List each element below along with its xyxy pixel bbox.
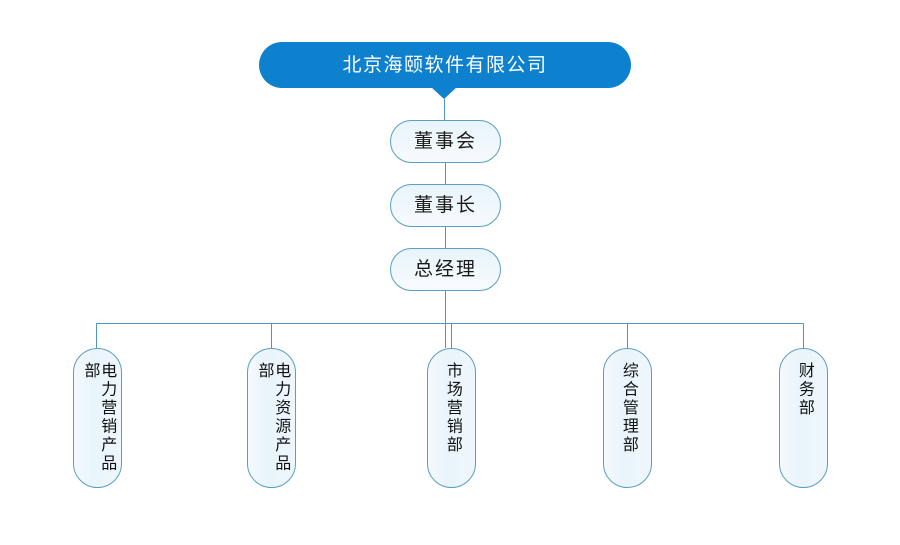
node-general-manager-label: 总经理 bbox=[413, 259, 477, 280]
node-general-manager[interactable]: 总经理 bbox=[390, 248, 501, 291]
company-title-node[interactable]: 北京海颐软件有限公司 bbox=[259, 42, 631, 88]
node-board-of-directors[interactable]: 董事会 bbox=[390, 120, 501, 163]
node-dept-finance-label: 财务部 bbox=[795, 362, 813, 418]
node-dept-market-marketing[interactable]: 市场营销部 bbox=[427, 348, 476, 488]
node-dept-power-marketing-product-label: 电力营销产品部 bbox=[81, 362, 116, 473]
node-dept-general-management[interactable]: 综合管理部 bbox=[603, 348, 652, 488]
node-dept-general-management-label: 综合管理部 bbox=[619, 362, 637, 455]
node-board-of-directors-label: 董事会 bbox=[413, 131, 477, 152]
node-dept-market-marketing-label: 市场营销部 bbox=[443, 362, 461, 455]
company-title-label: 北京海颐软件有限公司 bbox=[342, 54, 548, 76]
node-chairman-label: 董事长 bbox=[413, 195, 477, 216]
node-dept-power-resource-product-label: 电力资源产品部 bbox=[255, 362, 290, 473]
node-dept-power-marketing-product[interactable]: 电力营销产品部 bbox=[73, 348, 122, 488]
node-dept-finance[interactable]: 财务部 bbox=[779, 348, 828, 488]
node-chairman[interactable]: 董事长 bbox=[390, 184, 501, 227]
banner-tail-triangle bbox=[431, 87, 457, 99]
node-dept-power-resource-product[interactable]: 电力资源产品部 bbox=[247, 348, 296, 488]
